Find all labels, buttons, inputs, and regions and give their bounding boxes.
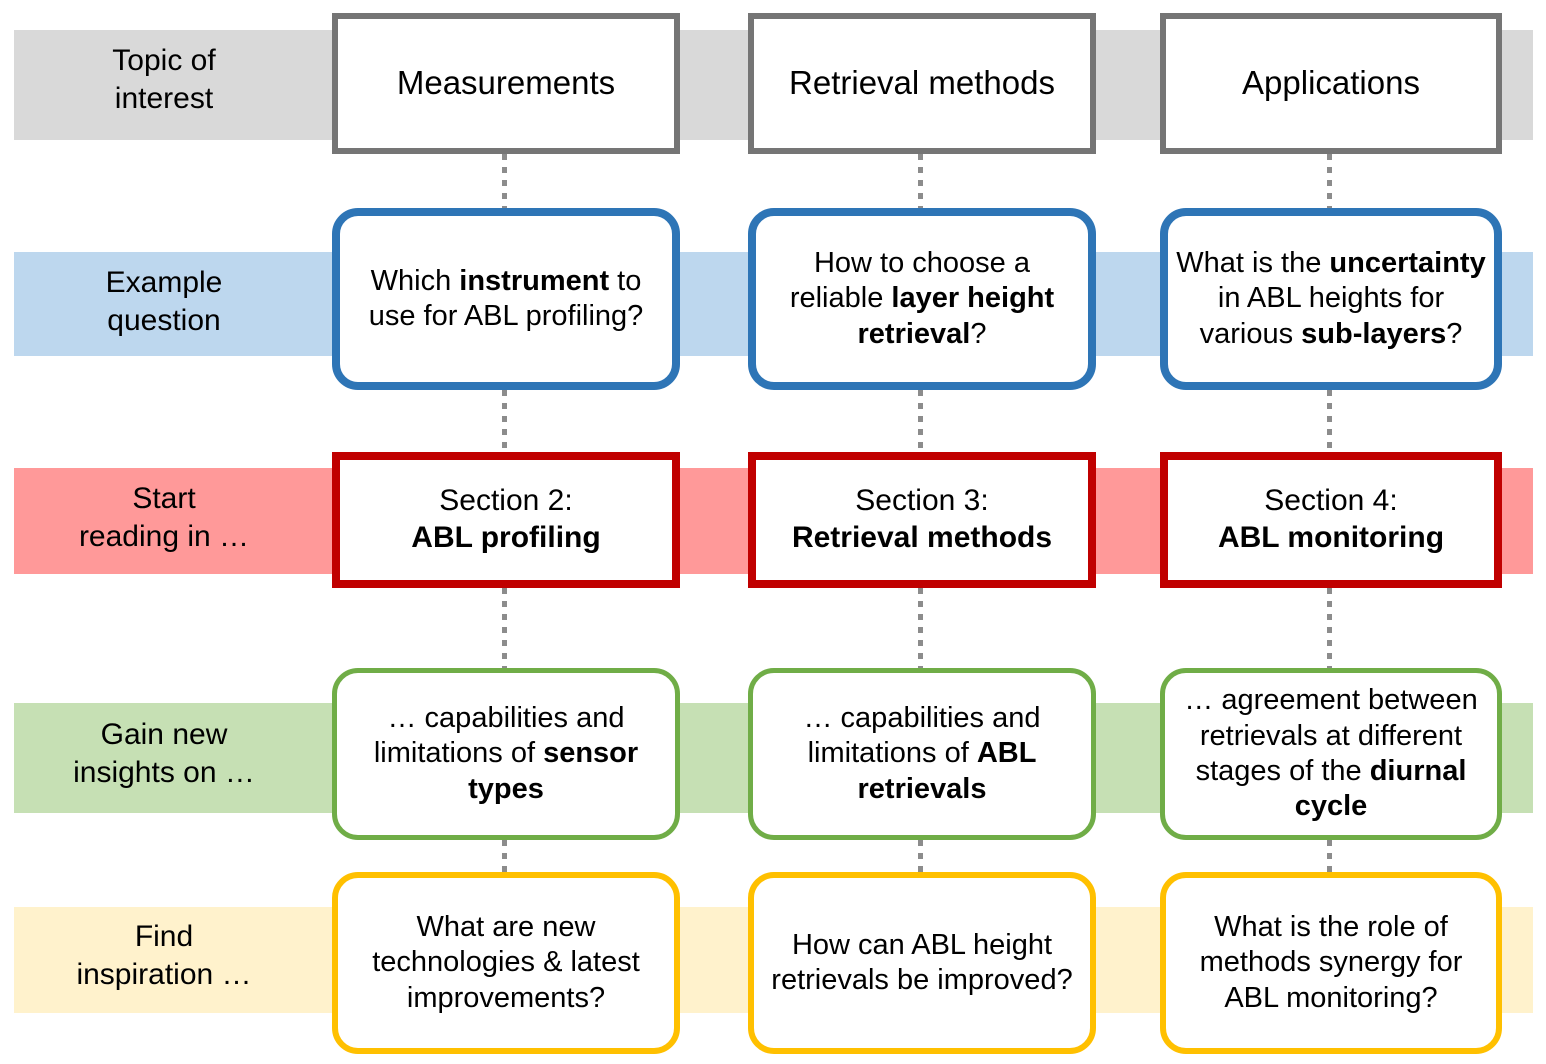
node-section-applications[interactable]: Section 4:ABL monitoring <box>1160 452 1502 588</box>
node-label: Which instrument to use for ABL profilin… <box>368 264 644 332</box>
node-label: … capabilities and limitations of sensor… <box>373 701 639 805</box>
connector-dotted-line-c1-s4 <box>502 840 507 872</box>
node-label: Measurements <box>396 64 616 102</box>
node-inspiration-applications[interactable]: What is the role of methods synergy for … <box>1160 872 1502 1054</box>
node-insight-applications[interactable]: … agreement between retrievals at differ… <box>1160 668 1502 840</box>
node-label: Section 2:ABL profiling <box>411 484 601 554</box>
node-inspiration-retrieval[interactable]: How can ABL height retrievals be improve… <box>748 872 1096 1054</box>
connector-dotted-line-c3-s3 <box>1327 588 1332 668</box>
connector-dotted-line-c1-s2 <box>502 390 507 452</box>
connector-dotted-line-c2-s3 <box>918 588 923 668</box>
node-label: Applications <box>1242 64 1420 102</box>
node-label: … capabilities and limitations of ABL re… <box>803 701 1041 805</box>
node-insight-measurements[interactable]: … capabilities and limitations of sensor… <box>332 668 680 840</box>
connector-dotted-line-c3-s1 <box>1327 154 1332 208</box>
node-section-measurements[interactable]: Section 2:ABL profiling <box>332 452 680 588</box>
node-inspiration-measurements[interactable]: What are new technologies & latest impro… <box>332 872 680 1054</box>
node-label: … agreement between retrievals at differ… <box>1184 684 1478 823</box>
node-question-retrieval[interactable]: How to choose a reliable layer height re… <box>748 208 1096 390</box>
connector-dotted-line-c2-s2 <box>918 390 923 452</box>
node-label: Section 3:Retrieval methods <box>791 484 1053 554</box>
connector-dotted-line-c1-s1 <box>502 154 507 208</box>
connector-dotted-line-c2-s4 <box>918 840 923 872</box>
connector-dotted-line-c1-s3 <box>502 588 507 668</box>
node-topic-applications[interactable]: Applications <box>1160 13 1502 154</box>
node-insight-retrieval[interactable]: … capabilities and limitations of ABL re… <box>748 668 1096 840</box>
node-label: How to choose a reliable layer height re… <box>789 246 1055 350</box>
node-label: Section 4:ABL monitoring <box>1217 484 1445 554</box>
connector-dotted-line-c3-s2 <box>1327 390 1332 452</box>
node-topic-retrieval[interactable]: Retrieval methods <box>748 13 1096 154</box>
node-question-measurements[interactable]: Which instrument to use for ABL profilin… <box>332 208 680 390</box>
node-topic-measurements[interactable]: Measurements <box>332 13 680 154</box>
node-label: How can ABL height retrievals be improve… <box>771 928 1073 996</box>
node-label: Retrieval methods <box>789 64 1055 102</box>
connector-dotted-line-c3-s4 <box>1327 840 1332 872</box>
node-label: What is the role of methods synergy for … <box>1199 910 1463 1014</box>
node-section-retrieval[interactable]: Section 3:Retrieval methods <box>748 452 1096 588</box>
connector-dotted-line-c2-s1 <box>918 154 923 208</box>
node-label: What is the uncertainty in ABL heights f… <box>1176 246 1486 350</box>
node-label: What are new technologies & latest impro… <box>372 910 640 1014</box>
node-question-applications[interactable]: What is the uncertainty in ABL heights f… <box>1160 208 1502 390</box>
